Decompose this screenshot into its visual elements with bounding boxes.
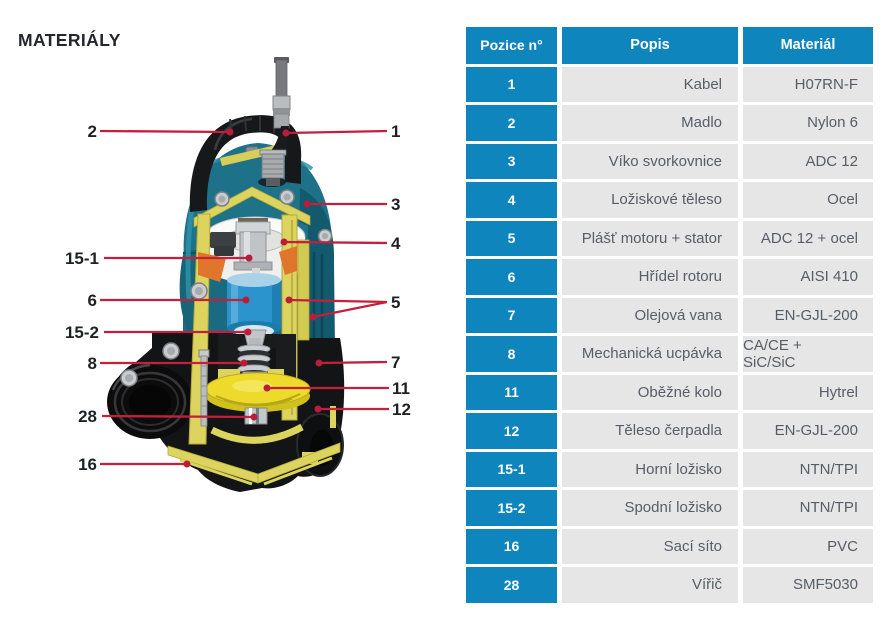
callout-labels: 2 1 3 4 15-1 6 5 15-2 8 7 11 12 28 16 [65,122,411,474]
pozice-cell: 3 [466,143,557,179]
pozice-cell: 28 [466,567,557,603]
popis-cell: Mechanická ucpávka [562,336,738,372]
pozice-cell: 15-1 [466,451,557,487]
popis-cell: Kabel [562,66,738,102]
popis-cell: Oběžné kolo [562,374,738,410]
callout-label: 12 [392,400,411,419]
pozice-cell: 7 [466,297,557,333]
material-cell: EN-GJL-200 [743,413,873,449]
col-header-pozice: Pozice n° [466,27,557,64]
popis-cell: Horní ložisko [562,451,738,487]
material-cell: NTN/TPI [743,451,873,487]
pozice-cell: 16 [466,528,557,564]
pozice-cell: 6 [466,259,557,295]
callout-label: 3 [391,195,400,214]
popis-cell: Sací síto [562,528,738,564]
callout-label: 28 [78,407,97,426]
pozice-cell: 2 [466,105,557,141]
popis-cell: Spodní ložisko [562,490,738,526]
tie-bolt [198,349,210,427]
pozice-cell: 15-2 [466,490,557,526]
callout-line-1 [285,129,388,135]
material-cell: Nylon 6 [743,105,873,141]
pump-diagram: 2 1 3 4 15-1 6 5 15-2 8 7 11 12 28 16 [65,57,411,492]
pozice-cell: 11 [466,374,557,410]
carry-handle [189,115,302,212]
popis-cell: Madlo [562,105,738,141]
popis-cell: Olejová vana [562,297,738,333]
hex-bolts [120,189,333,387]
callout-label: 15-2 [65,323,99,342]
material-cell: Hytrel [743,374,873,410]
material-cell: EN-GJL-200 [743,297,873,333]
col-header-material: Materiál [743,27,873,64]
callout-lines [99,129,389,466]
col-header-popis: Popis [562,27,738,64]
popis-cell: Těleso čerpadla [562,413,738,449]
popis-cell: Víko svorkovnice [562,143,738,179]
material-cell: SMF5030 [743,567,873,603]
callout-label: 1 [391,122,400,141]
callout-label: 5 [391,293,400,312]
pozice-cell: 5 [466,220,557,256]
cutaway-section [188,186,336,464]
callout-line-7 [318,360,388,365]
upper-bearing [233,218,273,271]
table-header: Pozice n° Popis Materiál [466,27,873,64]
discharge-port [107,363,193,439]
callout-dots [183,128,323,468]
pozice-cell: 12 [466,413,557,449]
material-cell: ADC 12 [743,143,873,179]
pump-cutaway-diagram: 2 1 3 4 15-1 6 5 15-2 8 7 11 12 28 16 [65,57,411,492]
page-title: MATERIÁLY [18,30,121,50]
bolt-icon [120,189,333,387]
material-cell: AISI 410 [743,259,873,295]
impeller [205,372,311,412]
material-cell: PVC [743,528,873,564]
pozice-cell: 1 [466,66,557,102]
callout-label: 16 [78,455,97,474]
material-cell: H07RN-F [743,66,873,102]
callout-line-2 [99,129,231,134]
callout-label: 11 [392,379,410,398]
popis-cell: Ložiskové těleso [562,182,738,218]
material-cell: NTN/TPI [743,490,873,526]
callout-label: 4 [391,234,401,253]
material-cell: CA/CE + SiC/SiC [743,336,873,372]
pozice-cell: 4 [466,182,557,218]
callout-label: 15-1 [65,249,99,268]
material-cell: Ocel [743,182,873,218]
callout-line-5a [288,298,388,304]
callout-line-28 [101,414,255,419]
callout-label: 6 [88,291,97,310]
popis-cell: Hřídel rotoru [562,259,738,295]
callout-label: 7 [391,353,400,372]
popis-cell: Plášť motoru + stator [562,220,738,256]
callout-label: 8 [88,354,97,373]
pozice-cell: 8 [466,336,557,372]
callout-label: 2 [88,122,97,141]
popis-cell: Vířič [562,567,738,603]
callout-line-4 [283,240,388,245]
suction-strainer [167,442,341,486]
material-cell: ADC 12 + ocel [743,220,873,256]
callout-line-5b [312,300,388,319]
